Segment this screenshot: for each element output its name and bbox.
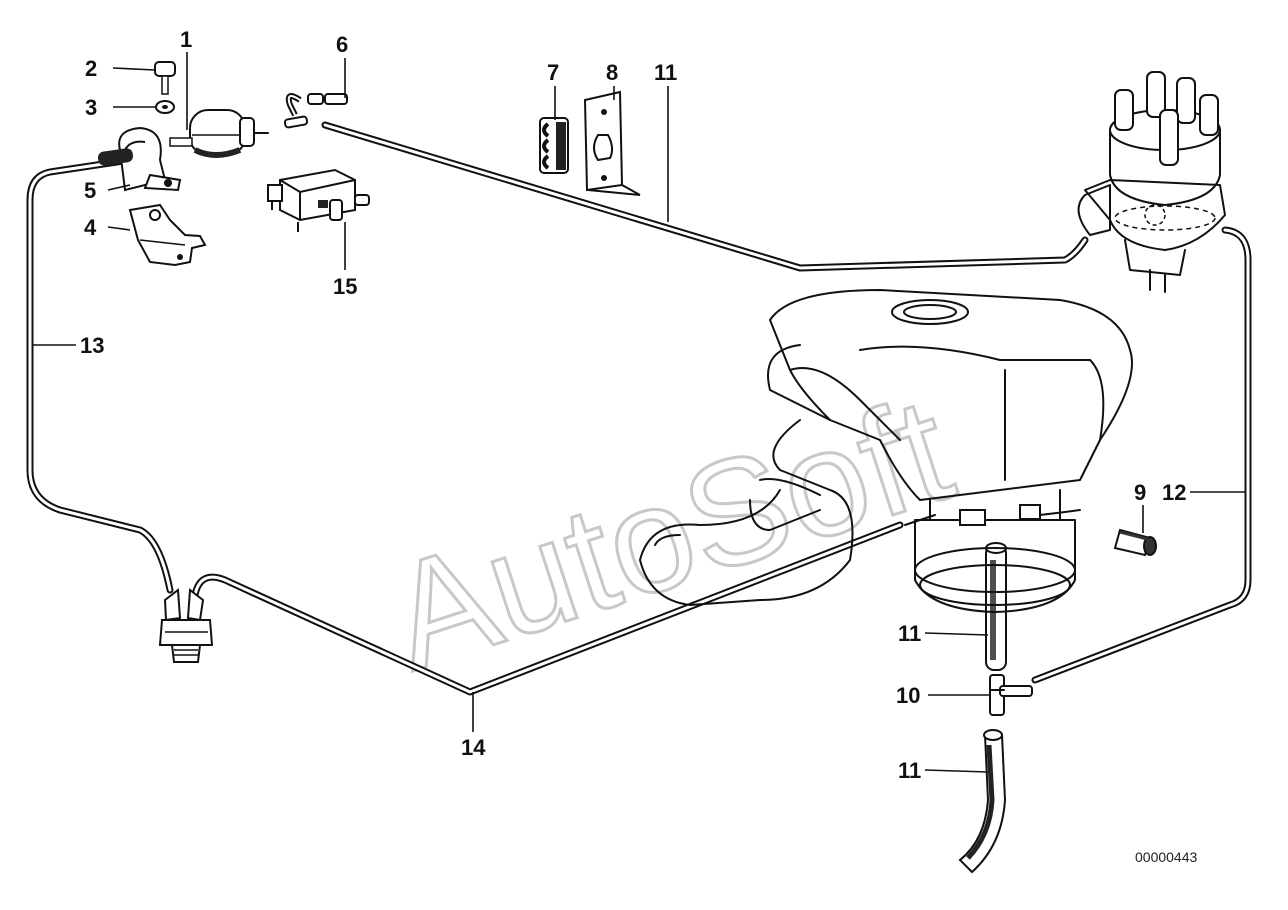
label-part-11-top: 11: [654, 60, 677, 85]
clip-7: [539, 117, 569, 174]
label-part-4: 4: [84, 215, 97, 240]
hose-12: [1031, 226, 1252, 684]
hose-11-top: [321, 121, 1089, 272]
hose-11-upper-piece: [985, 542, 1007, 671]
label-part-15: 15: [333, 274, 357, 299]
washer-3: [155, 100, 175, 114]
hose-13: [26, 156, 174, 594]
hose-14: [191, 521, 904, 696]
label-part-3: 3: [85, 95, 97, 120]
diagram-number: 00000443: [1135, 849, 1198, 865]
t-connector-10: [989, 674, 1033, 716]
clamp-5: [97, 126, 182, 192]
temperature-switch: [158, 588, 214, 663]
label-part-11-mid: 11: [898, 621, 921, 646]
label-part-9: 9: [1134, 480, 1146, 505]
label-part-14: 14: [461, 735, 486, 760]
part-labels: 2 3 1 5 4 6 7 8 11 15 13 14 9 12 11 10 1…: [80, 27, 1186, 783]
label-part-1: 1: [180, 27, 192, 52]
label-part-11-low: 11: [898, 758, 921, 783]
hose-11-lower-piece: [958, 729, 1007, 874]
holder-8: [583, 90, 641, 196]
sleeve-9: [1113, 528, 1157, 557]
leader-lines: [32, 52, 1246, 773]
screw-2: [154, 61, 176, 95]
label-part-6: 6: [336, 32, 348, 57]
distributor: [1077, 71, 1226, 293]
damper-1: [169, 109, 269, 158]
label-part-7: 7: [547, 60, 559, 85]
bracket-4: [128, 203, 207, 267]
air-cleaner-assembly: [639, 289, 1133, 613]
connector-6: [283, 93, 348, 129]
label-part-10: 10: [896, 683, 920, 708]
valve-15: [267, 168, 370, 232]
label-part-13: 13: [80, 333, 104, 358]
label-part-5: 5: [84, 178, 96, 203]
label-part-12: 12: [1162, 480, 1186, 505]
label-part-8: 8: [606, 60, 618, 85]
label-part-2: 2: [85, 56, 97, 81]
